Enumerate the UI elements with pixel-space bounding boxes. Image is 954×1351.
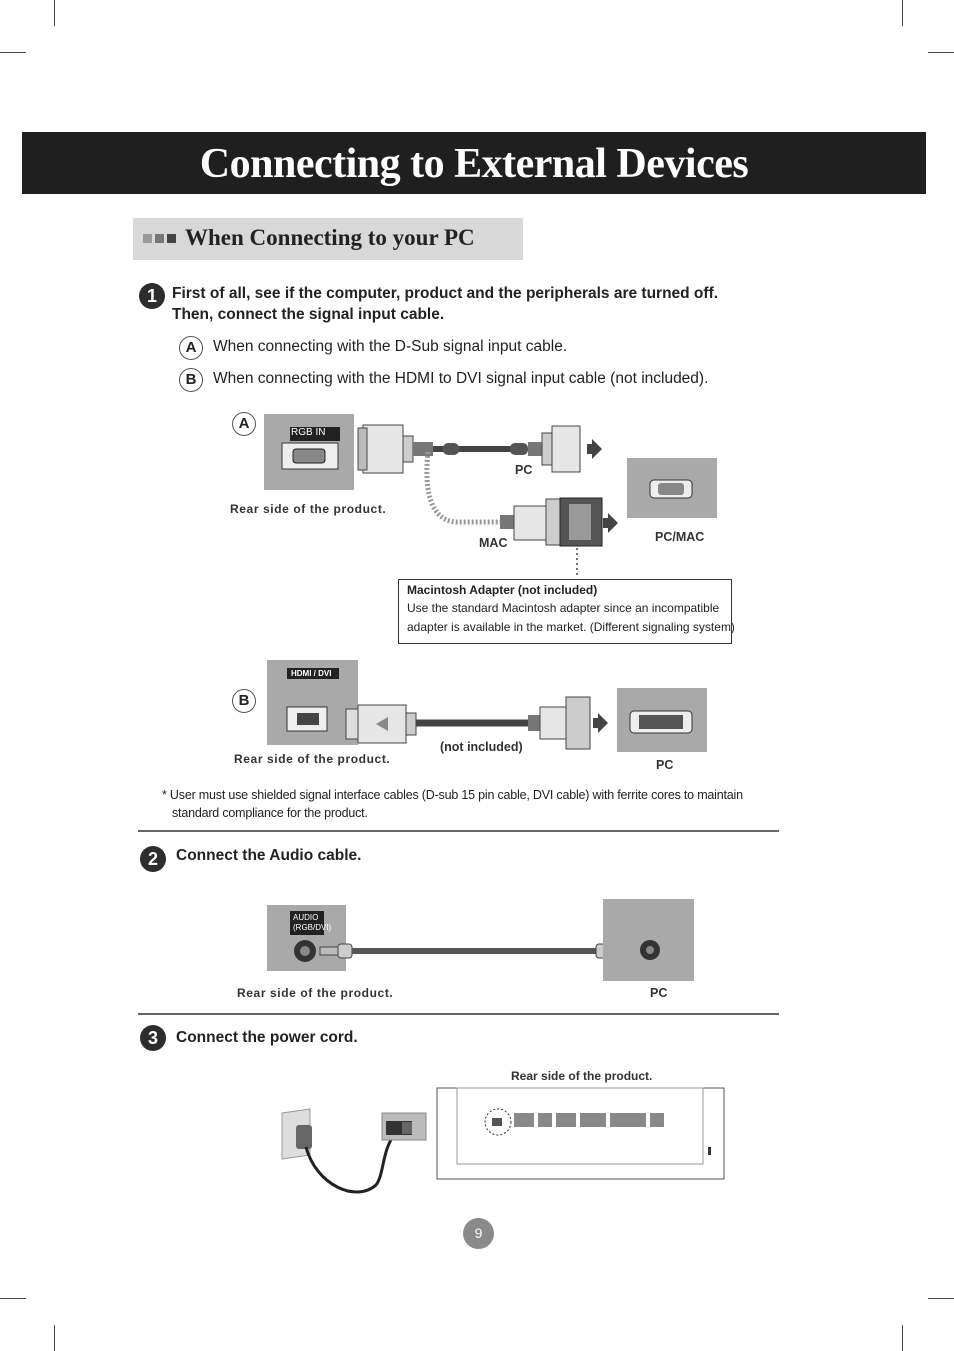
shielded-cable-footnote: * User must use shielded signal interfac… — [162, 786, 743, 822]
page-number: 9 — [463, 1218, 494, 1249]
hdmi-port-icon — [297, 713, 319, 725]
step-1-line-2: Then, connect the signal input cable. — [172, 306, 445, 323]
diagram-a-badge: A — [232, 412, 256, 436]
dsub-plug-icon — [362, 424, 404, 474]
divider — [138, 830, 779, 832]
step-number-3: 3 — [140, 1025, 166, 1051]
audio-plug-icon — [337, 943, 353, 959]
product-rear-panel — [436, 1087, 725, 1180]
crop-mark — [54, 0, 55, 26]
note-title: Macintosh Adapter (not included) — [407, 583, 598, 597]
heading-square-icon — [167, 234, 176, 243]
page-title: Connecting to External Devices — [199, 141, 749, 187]
crop-mark — [902, 1325, 903, 1351]
mac-adapter-note: Macintosh Adapter (not included) Use the… — [398, 579, 735, 644]
arrow-right-icon — [603, 513, 618, 533]
option-b-text: When connecting with the HDMI to DVI sig… — [213, 370, 709, 387]
power-inlet-highlight — [484, 1108, 512, 1136]
step-1-line-1: First of all, see if the computer, produ… — [172, 285, 719, 302]
hdmi-dvi-connection-diagram — [267, 660, 707, 752]
diagram-b-pc-label: PC — [656, 758, 674, 772]
title-bar: Connecting to External Devices — [22, 132, 926, 194]
audio-port-label: AUDIO (RGB/DVI) — [293, 913, 332, 932]
step-number-1: 1 — [139, 283, 165, 309]
diagram-a-rear-caption: Rear side of the product. — [230, 502, 387, 516]
crop-mark — [902, 0, 903, 26]
divider — [138, 1013, 779, 1015]
note-line-2: adapter is available in the market. (Dif… — [407, 620, 735, 634]
hdmi-dvi-port-label: HDMI / DVI — [291, 669, 332, 678]
section-heading: When Connecting to your PC — [133, 218, 523, 260]
diagram-a-mac-label: MAC — [479, 536, 508, 550]
power-cord — [304, 1134, 396, 1194]
step-3-text: Connect the power cord. — [176, 1029, 358, 1046]
rgb-in-port-label: RGB IN — [291, 427, 326, 438]
diagram-b-rear-caption: Rear side of the product. — [234, 752, 391, 766]
dsub-plug-icon — [551, 425, 581, 473]
option-b-badge: B — [179, 368, 203, 392]
diagram-b-badge: B — [232, 689, 256, 713]
diagram-a-pc-label: PC — [515, 463, 533, 477]
vga-port-icon — [292, 448, 326, 464]
arrow-right-icon — [593, 713, 608, 733]
dvi-plug-icon — [565, 696, 591, 750]
crop-mark — [928, 52, 954, 53]
footnote-line-1: * User must use shielded signal interfac… — [162, 788, 743, 802]
footnote-line-2: standard compliance for the product. — [172, 806, 368, 820]
crop-mark — [0, 1298, 26, 1299]
power-rear-caption: Rear side of the product. — [511, 1069, 653, 1083]
option-a-text: When connecting with the D-Sub signal in… — [213, 338, 568, 355]
crop-mark — [928, 1298, 954, 1299]
arrow-right-icon — [587, 439, 602, 459]
diagram-b-cable-label: (not included) — [440, 740, 523, 754]
diagram-a-pcmac-label: PC/MAC — [655, 530, 705, 544]
section-title: When Connecting to your PC — [185, 225, 475, 250]
pc-audio-port-panel — [603, 899, 694, 981]
audio-pc-label: PC — [650, 986, 668, 1000]
crop-mark — [0, 52, 26, 53]
audio-rear-caption: Rear side of the product. — [237, 986, 394, 1000]
step-2-text: Connect the Audio cable. — [176, 847, 362, 864]
crop-mark — [54, 1325, 55, 1351]
note-line-1: Use the standard Macintosh adapter since… — [407, 601, 720, 615]
heading-square-icon — [143, 234, 152, 243]
step-number-2: 2 — [140, 846, 166, 872]
power-connection-diagram — [281, 1087, 725, 1194]
option-a-badge: A — [179, 336, 203, 360]
audio-connection-diagram — [267, 899, 694, 981]
dsub-connection-diagram — [264, 414, 717, 578]
heading-square-icon — [155, 234, 164, 243]
